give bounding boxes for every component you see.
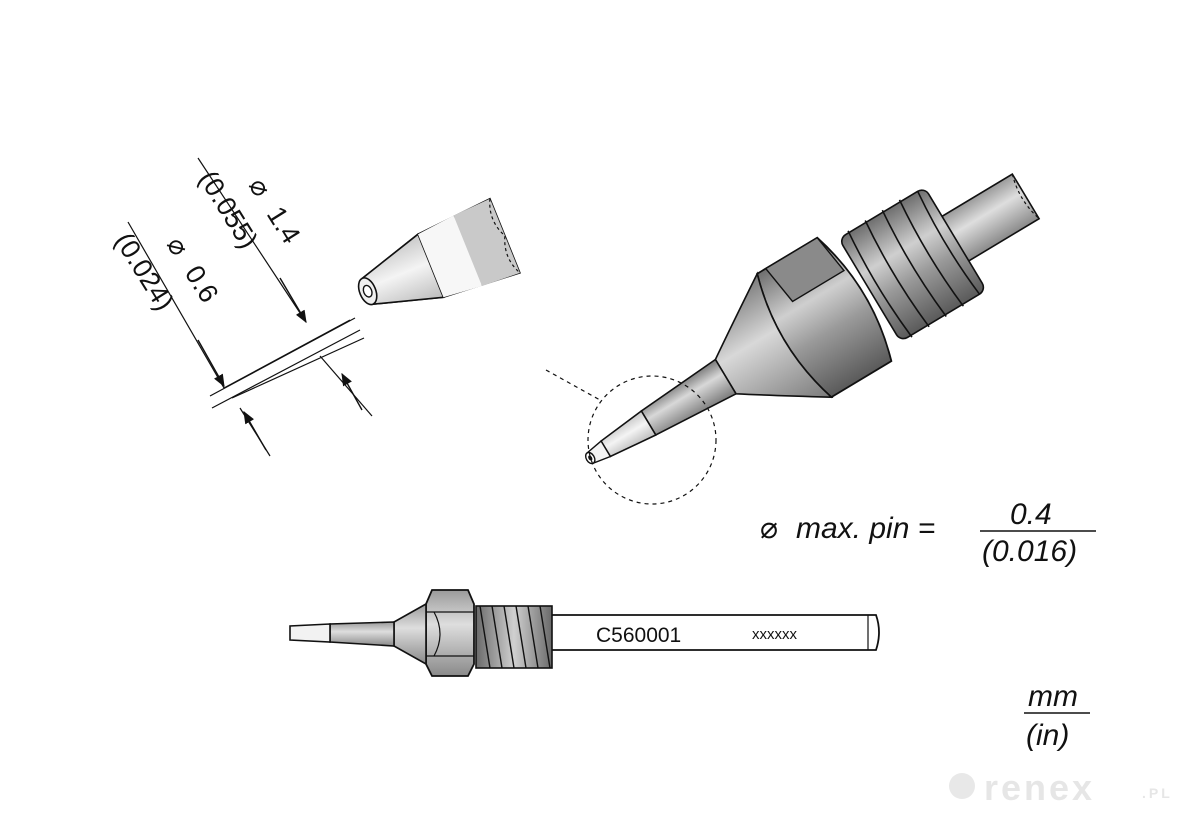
detail-leader-line	[545, 369, 601, 401]
outer-diameter-symbol: ⌀	[243, 172, 277, 202]
units-legend: mm (in)	[1024, 680, 1090, 752]
max-pin-diameter-symbol: ⌀	[760, 512, 778, 545]
max-pin-value-in: (0.016)	[982, 535, 1077, 568]
watermark-text: renex	[984, 767, 1095, 808]
max-pin-spec: ⌀ max. pin = 0.4 (0.016)	[760, 498, 1096, 568]
detail-highlight-circle	[587, 375, 717, 505]
unit-secondary: (in)	[1026, 719, 1069, 752]
max-pin-label: max. pin =	[796, 512, 935, 545]
watermark: renex .PL	[949, 767, 1173, 808]
nozzle-3d-view	[545, 173, 1041, 505]
watermark-suffix: .PL	[1142, 785, 1173, 801]
inner-diameter-inch: (0.024)	[109, 227, 180, 315]
part-code: C560001	[596, 624, 681, 647]
unit-primary: mm	[1028, 680, 1078, 713]
max-pin-value-mm: 0.4	[1010, 498, 1052, 531]
outer-diameter-inch: (0.055)	[193, 165, 264, 253]
dimension-arrows	[197, 277, 363, 451]
part-serial: xxxxxx	[752, 626, 798, 643]
tip-side-view: C560001 xxxxxx	[289, 589, 880, 677]
outer-diameter-value: 1.4	[261, 201, 306, 249]
inner-diameter-symbol: ⌀	[161, 231, 195, 261]
tip-detail-view: ⌀ 1.4 (0.055) ⌀ 0.6 (0.024)	[109, 157, 521, 457]
inner-diameter-value: 0.6	[179, 260, 224, 308]
watermark-logo-icon	[949, 773, 975, 799]
